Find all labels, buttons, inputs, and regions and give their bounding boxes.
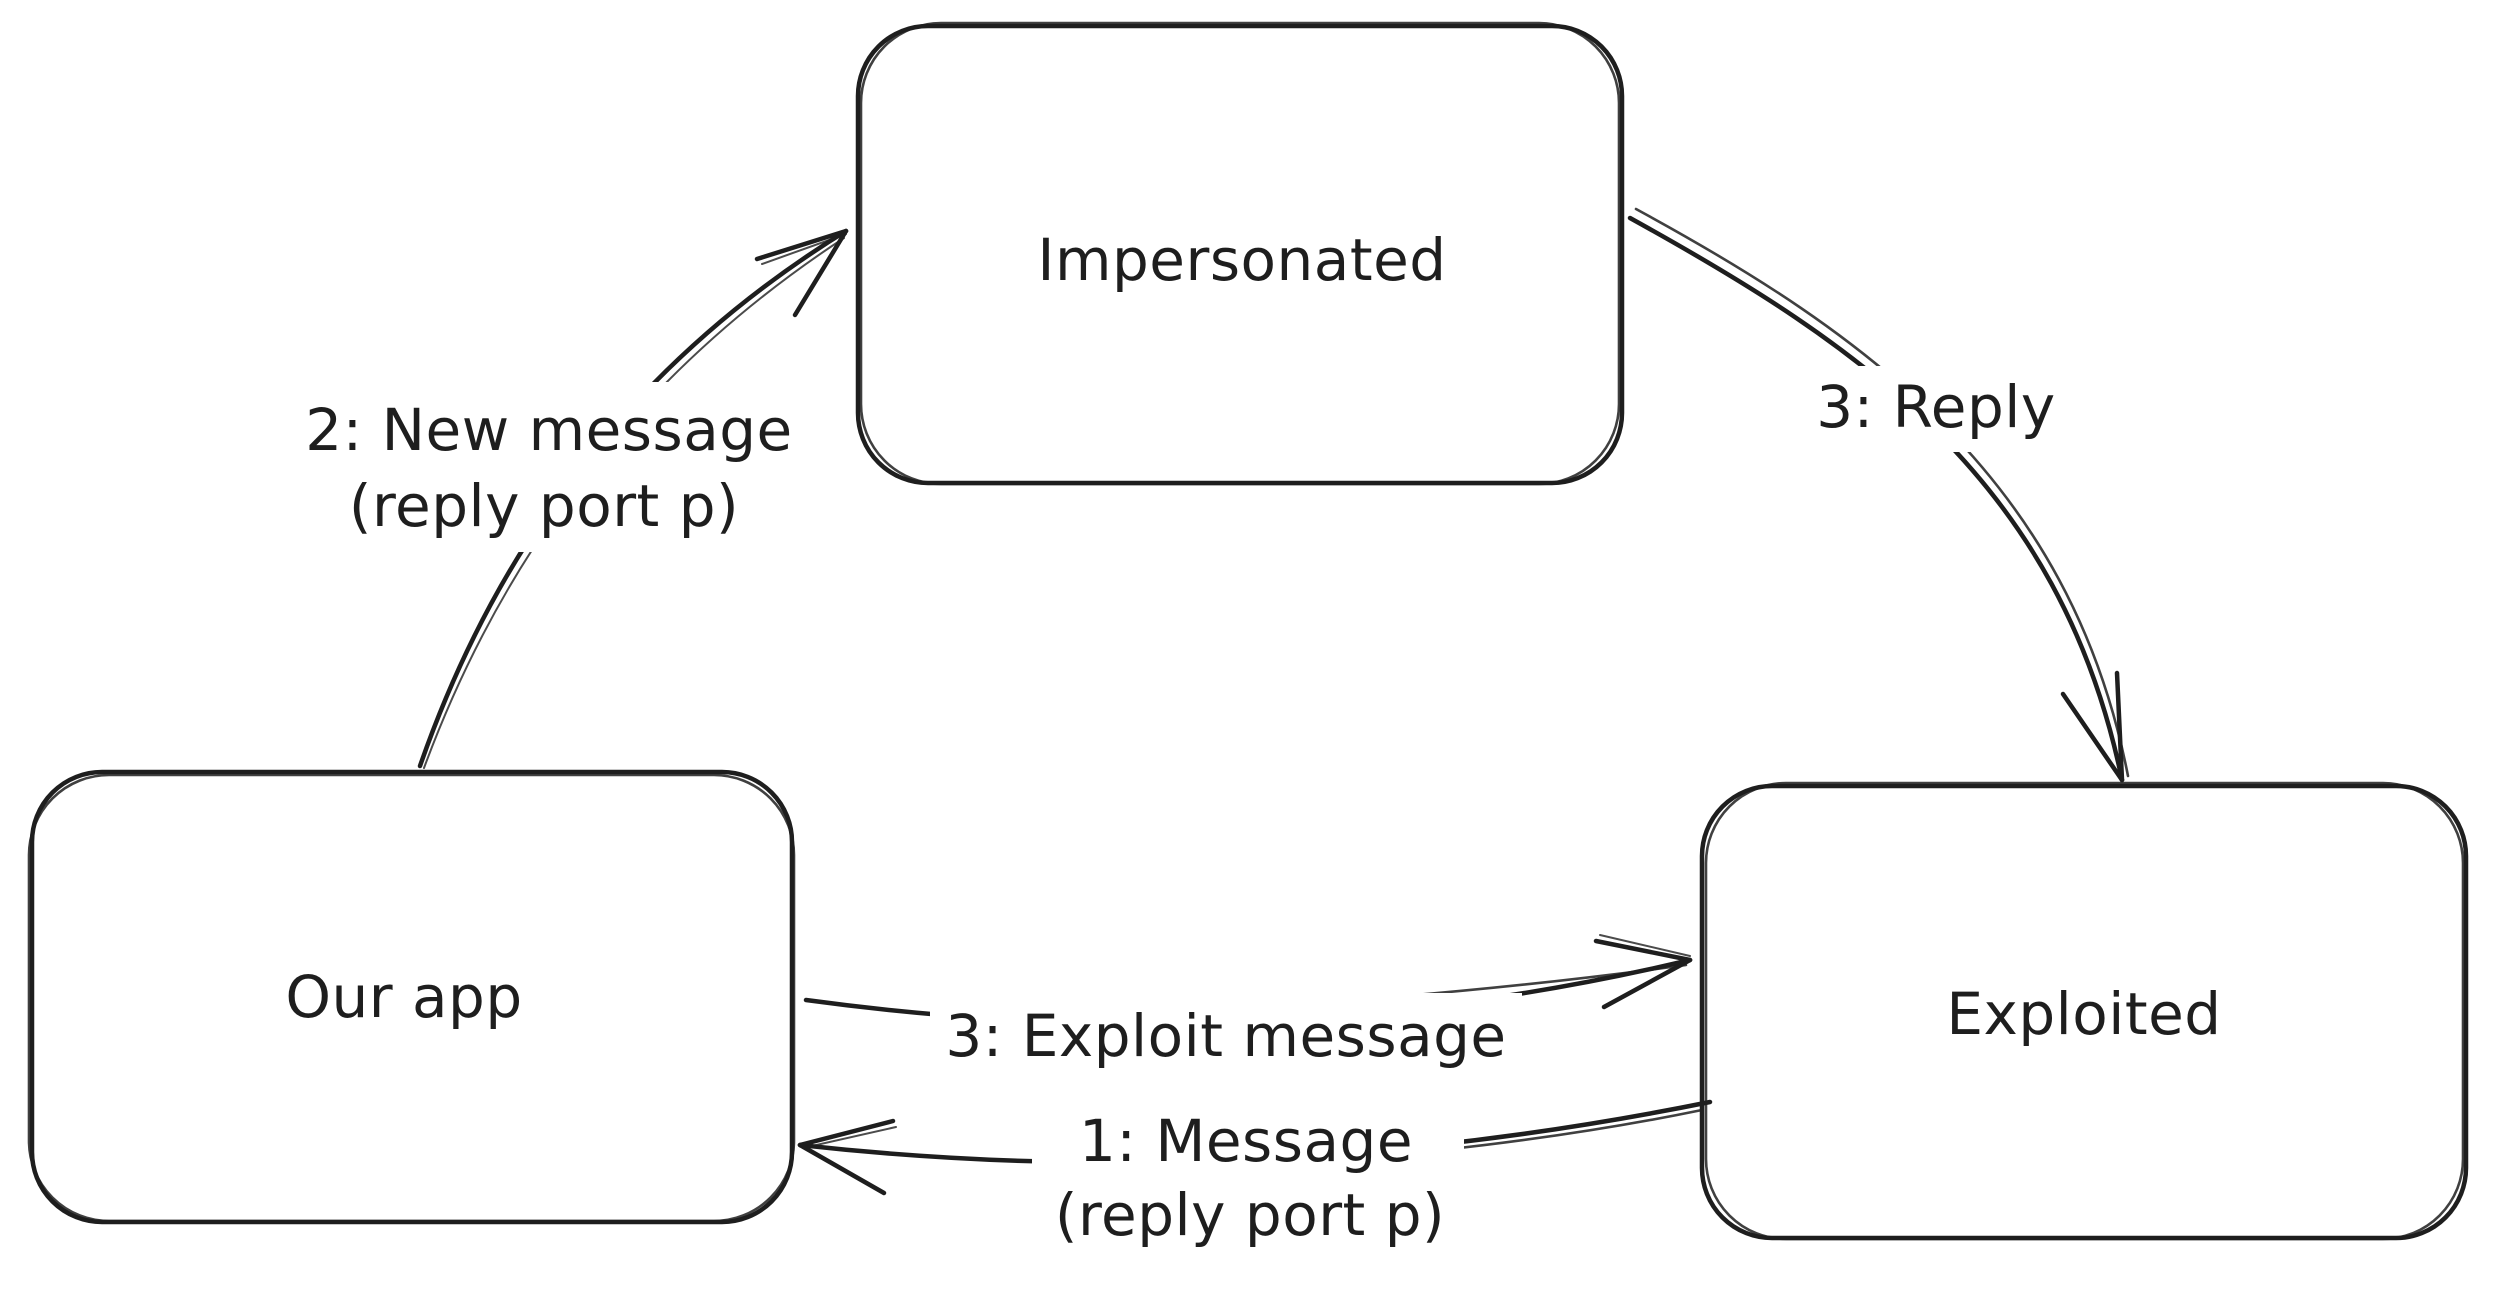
new-message-label-line1: 2: New message xyxy=(305,396,792,464)
reply-label-background xyxy=(1806,366,2064,452)
new-message-label-background xyxy=(312,382,790,552)
exploit-message-label: 3: Exploit message xyxy=(945,1002,1506,1070)
reply-arrow-shaft-sketch-pass xyxy=(1634,207,2130,778)
message-arrowhead-barb-lower xyxy=(797,1142,887,1196)
reply-arrowhead-barb-right xyxy=(2114,670,2125,783)
edge-reply: 3: Reply xyxy=(1627,207,2130,783)
exploited-label: Exploited xyxy=(1946,980,2221,1048)
edge-new-message: 2: New message (reply port p) xyxy=(305,228,849,769)
exploit-message-arrowhead-barb-upper xyxy=(1593,938,1693,963)
reply-arrowhead-barb-left-sketch xyxy=(2065,698,2122,779)
impersonated-label: Impersonated xyxy=(1037,226,1446,294)
exploit-message-arrowhead-barb-lower xyxy=(1601,957,1693,1010)
new-message-arrowhead-barb-upper xyxy=(754,228,849,262)
edge-exploit-message: 3: Exploit message xyxy=(803,934,1693,1077)
reply-arrow-shaft xyxy=(1627,215,2125,783)
exploit-message-label-background xyxy=(930,993,1522,1077)
exploit-message-arrowhead-barb-upper-sketch xyxy=(1599,934,1691,957)
message-arrowhead-barb-upper xyxy=(797,1118,896,1148)
impersonated-box-outline-sketch-pass xyxy=(859,21,1621,486)
node-impersonated: Impersonated xyxy=(855,21,1625,486)
message-label-line2: (reply port p) xyxy=(1055,1181,1445,1249)
message-label-background xyxy=(1032,1096,1464,1258)
our-app-box-outline-sketch-pass xyxy=(27,773,796,1223)
message-label-line1: 1: Message xyxy=(1079,1107,1413,1175)
message-arrowhead-barb-upper-sketch xyxy=(802,1126,897,1149)
reply-label: 3: Reply xyxy=(1816,373,2056,441)
exploited-box-outline-sketch-pass xyxy=(1704,781,2465,1241)
node-our-app: Our app xyxy=(27,769,796,1225)
new-message-label-line2: (reply port p) xyxy=(349,472,739,540)
our-app-label: Our app xyxy=(285,963,522,1031)
new-message-arrowhead-barb-upper-sketch xyxy=(761,233,847,265)
edge-message: 1: Message (reply port p) xyxy=(797,1096,1713,1258)
node-exploited: Exploited xyxy=(1699,781,2469,1241)
new-message-arrowhead-barb-lower xyxy=(792,228,849,318)
